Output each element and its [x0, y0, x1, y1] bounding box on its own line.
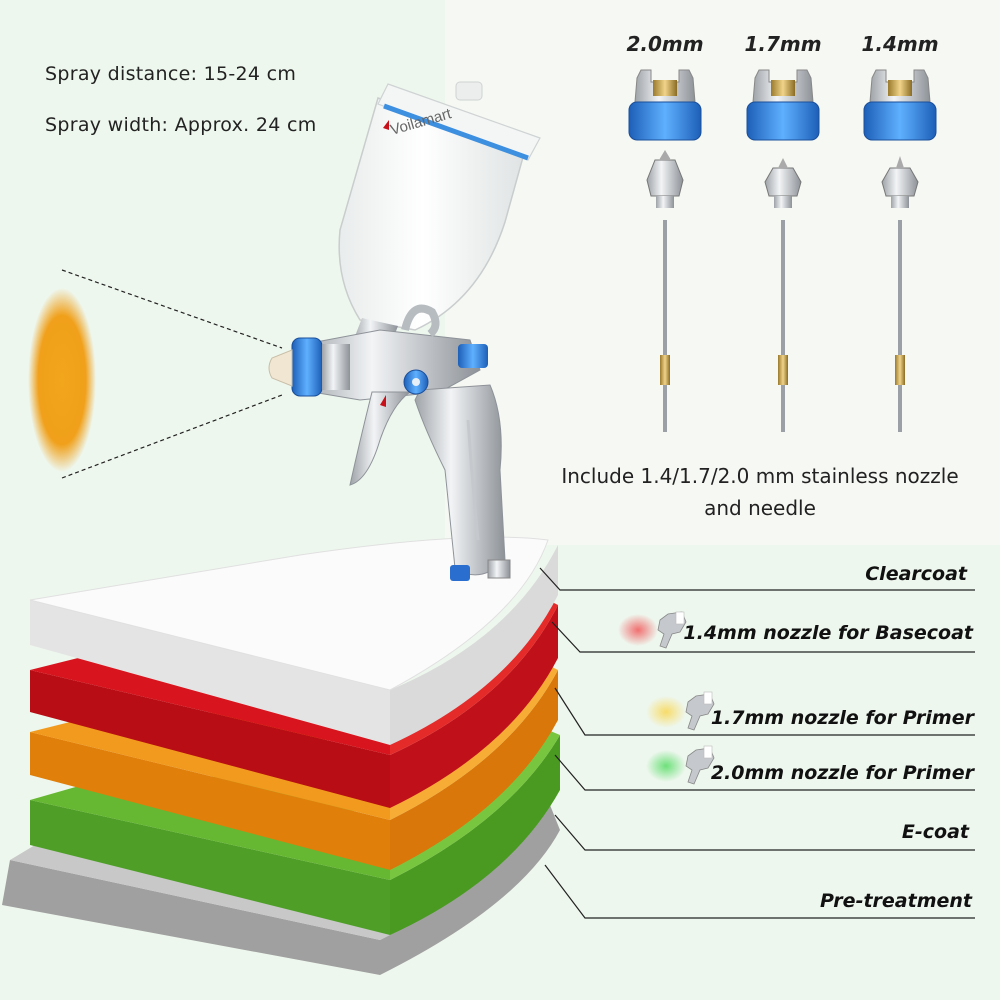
nozzle-set-17 [746, 69, 820, 432]
include-line-1: Include 1.4/1.7/2.0 mm stainless nozzle [561, 464, 959, 488]
spray-gun: Voilamart [268, 81, 541, 581]
spray-pattern [28, 269, 283, 479]
spray-width: Spray width: Approx. 24 cm [45, 114, 317, 136]
mini-gun-green [646, 745, 715, 785]
include-line-2: and needle [704, 496, 816, 520]
label-basecoat: 1.4mm nozzle for Basecoat [683, 622, 973, 644]
spray-distance: Spray distance: 15-24 cm [45, 63, 297, 85]
label-pretreatment: Pre-treatment [819, 890, 972, 912]
nozzle-size-14: 1.4mm [861, 32, 939, 56]
label-primer-17: 1.7mm nozzle for Primer [710, 707, 974, 729]
layer-pretreatment [2, 800, 560, 975]
mini-gun-yellow [646, 691, 715, 731]
mini-gun-red [618, 611, 687, 649]
label-primer-20: 2.0mm nozzle for Primer [710, 762, 974, 784]
layer-basecoat [30, 670, 390, 808]
layer-ecoat [30, 800, 390, 935]
include-caption: Include 1.4/1.7/2.0 mm stainless nozzle … [540, 460, 980, 524]
label-ecoat: E-coat [901, 821, 969, 843]
nozzle-size-17: 1.7mm [744, 32, 822, 56]
nozzle-set-14 [863, 69, 937, 432]
label-clearcoat: Clearcoat [865, 563, 967, 585]
layer-clearcoat [30, 600, 390, 745]
nozzle-size-20: 2.0mm [626, 32, 704, 56]
paint-layers [2, 536, 560, 975]
nozzle-set-20 [628, 69, 702, 432]
paint-cup [338, 97, 526, 331]
leader-lines [539, 567, 975, 919]
layer-primer [30, 732, 390, 870]
